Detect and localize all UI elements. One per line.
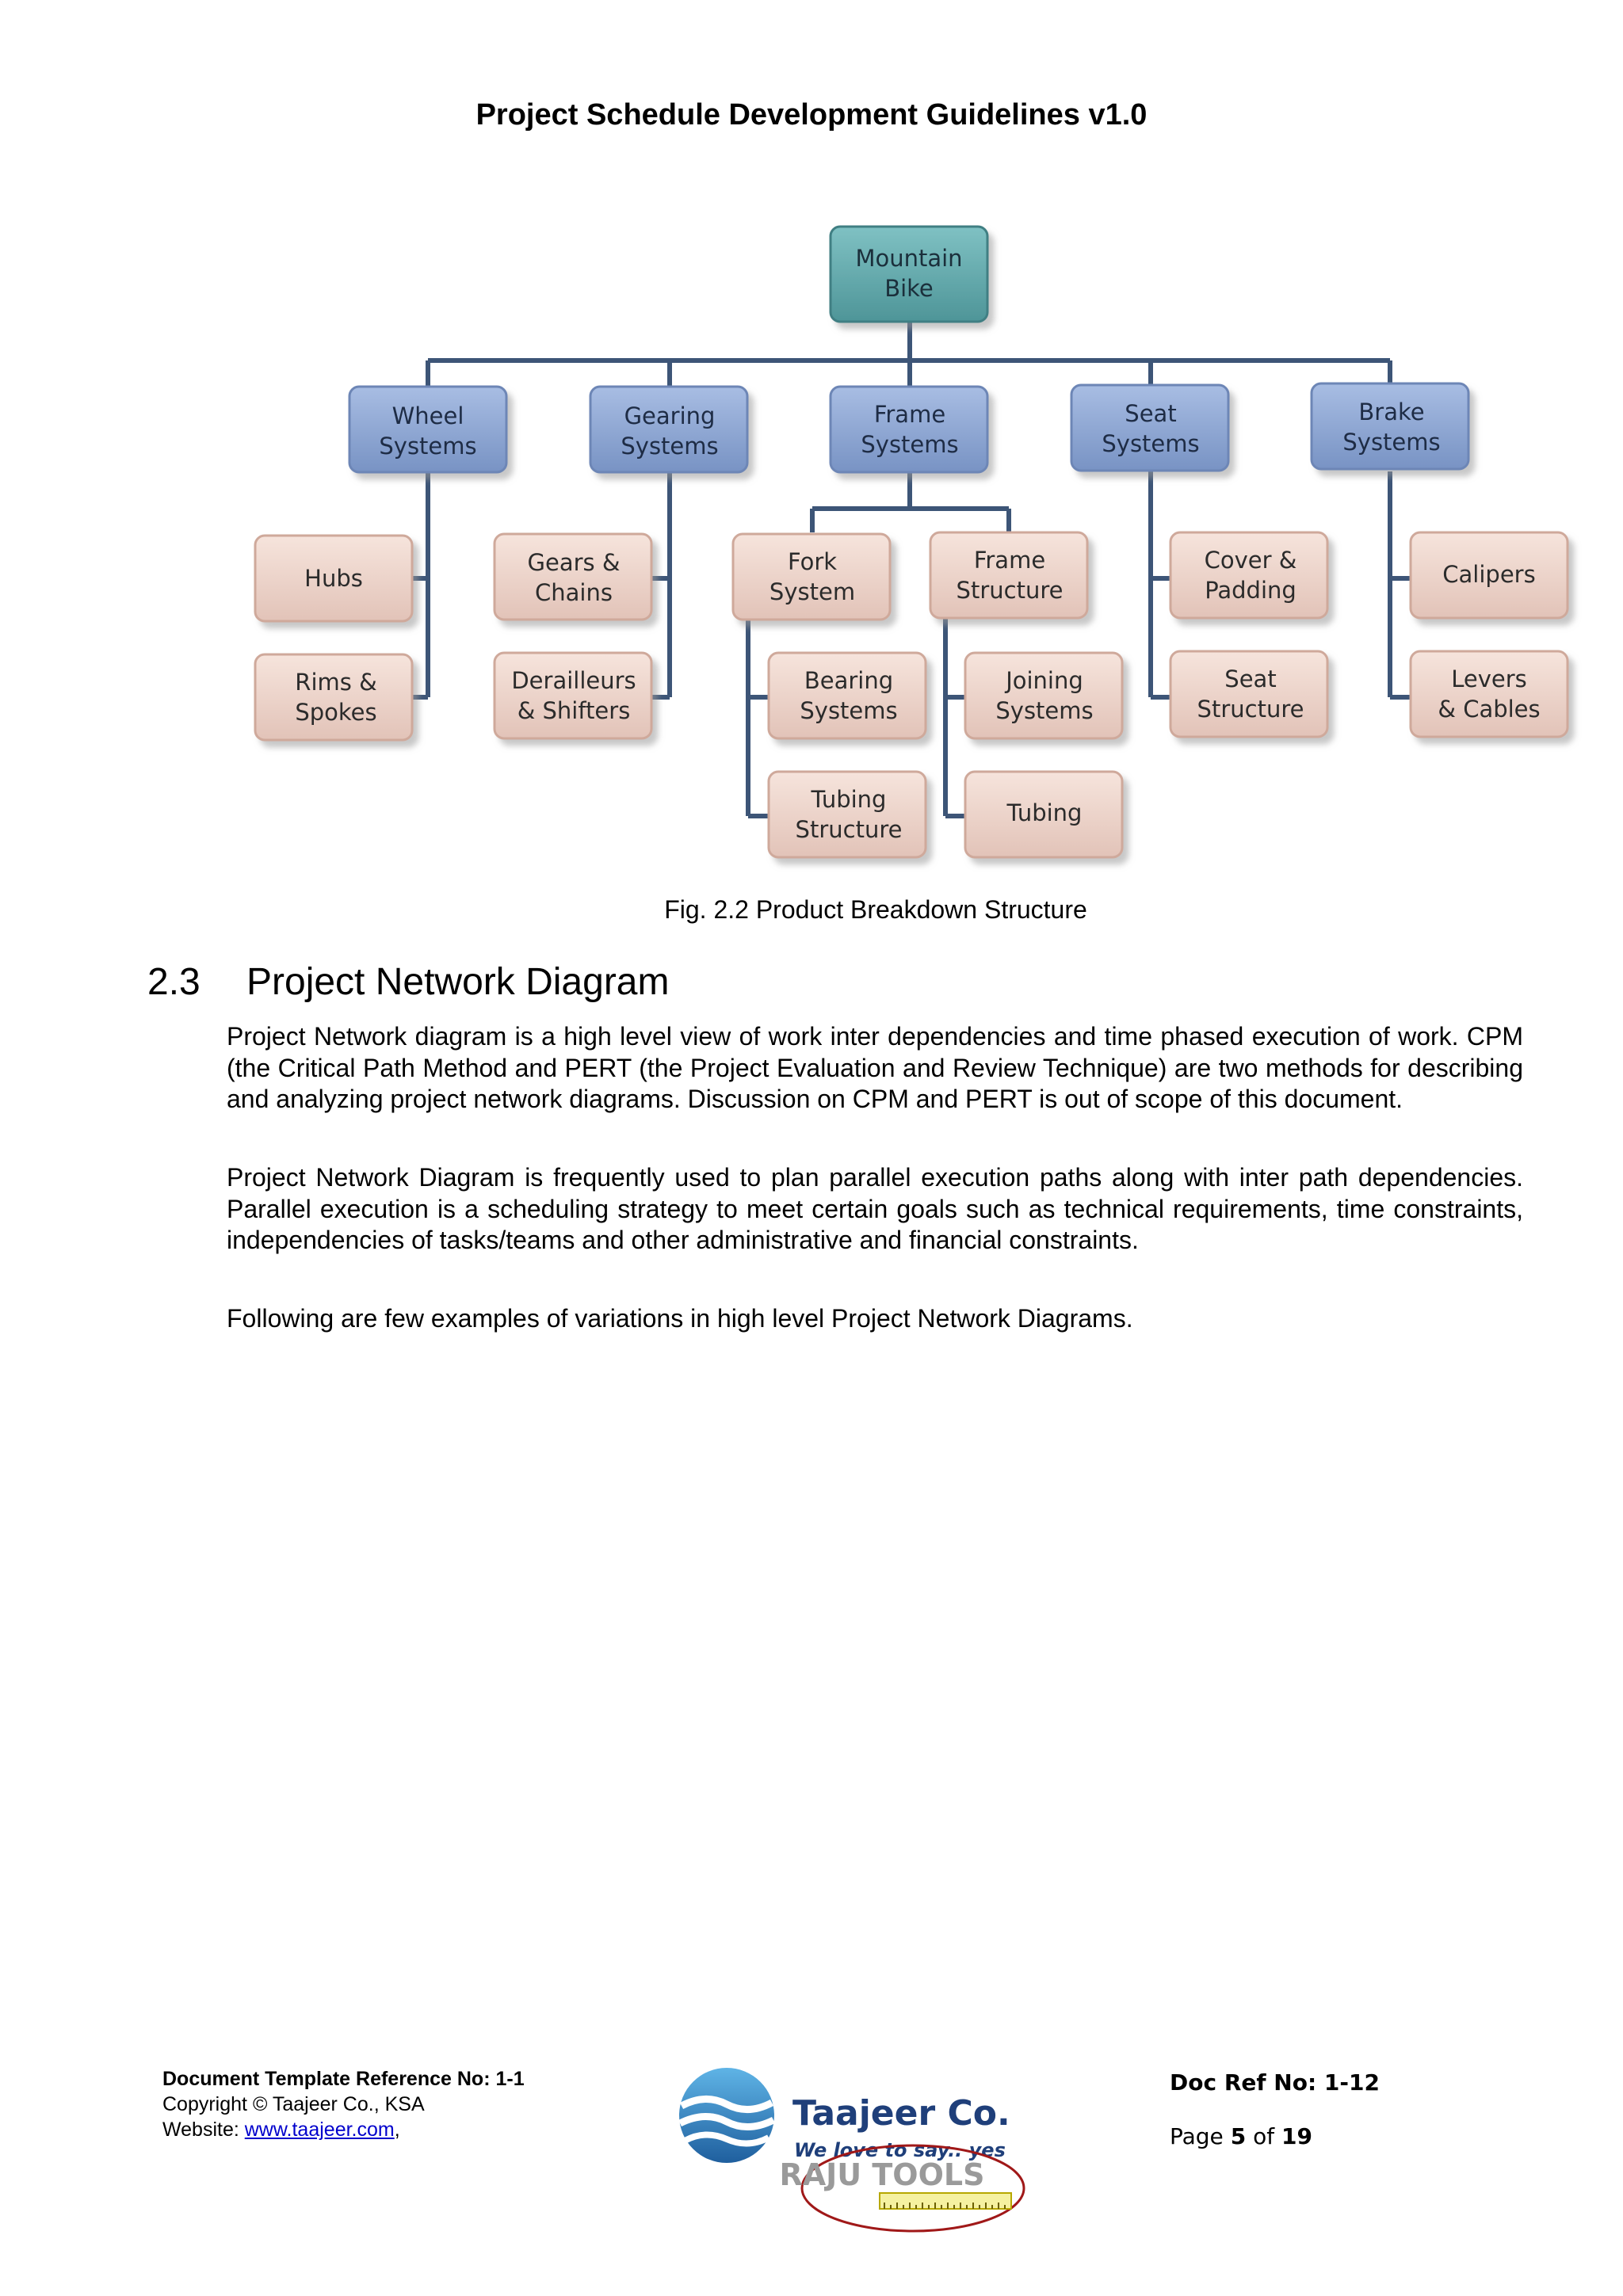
figure-caption: Fig. 2.2 Product Breakdown Structure [664,895,1087,924]
raju-tools-stamp: RAJU TOOLS [779,2144,1025,2233]
system-node-wheel: Wheel Systems [348,385,508,474]
svg-text:Wheel: Wheel [392,402,464,429]
logo-tagline: We love to say.. yes [794,2139,1006,2161]
svg-text:& Cables: & Cables [1438,696,1540,723]
root-label-line-1: Mountain [855,245,962,272]
svg-text:Tubing: Tubing [1006,799,1083,826]
svg-text:Joining: Joining [1004,667,1083,694]
system-node-frame: Frame Systems [829,385,989,474]
logo-wave-icon [678,2068,776,2163]
component-node-tubing: Tubing [964,770,1124,859]
component-node-cover-padding: Cover & Padding [1169,531,1329,620]
component-node-gears-chains: Gears & Chains [493,532,653,621]
connector-lines [412,322,1411,818]
product-breakdown-structure: Mountain Bike Wheel Systems Gearing Syst… [254,225,1569,859]
section-title: Project Network Diagram [246,961,670,1003]
website-line: Website: www.taajeer.com, [162,2119,400,2141]
svg-text:Spokes: Spokes [295,699,376,726]
svg-text:& Shifters: & Shifters [517,697,631,724]
system-node-brake: Brake Systems [1310,382,1470,471]
component-node-hubs: Hubs [254,534,414,623]
page-total: 19 [1281,2123,1312,2149]
template-reference: Document Template Reference No: 1-1 [162,2068,525,2090]
svg-text:Bearing: Bearing [804,667,893,694]
component-node-calipers: Calipers [1409,531,1569,620]
svg-text:Systems: Systems [621,433,718,460]
svg-text:Padding: Padding [1205,577,1296,604]
svg-text:Chains: Chains [535,579,613,606]
svg-text:Systems: Systems [995,697,1093,724]
svg-text:Systems: Systems [1342,429,1440,456]
svg-text:Tubing: Tubing [811,786,887,813]
svg-text:Hubs: Hubs [304,565,363,592]
paragraph-3: Following are few examples of variations… [227,1304,1133,1333]
root-node-mountain-bike: Mountain Bike [829,225,989,323]
doc-ref-number: Doc Ref No: 1-12 [1170,2069,1380,2096]
component-node-rims-spokes: Rims & Spokes [254,653,414,742]
svg-text:Systems: Systems [861,431,958,458]
subgroup-node-frame-structure: Frame Structure [929,531,1089,620]
section-number: 2.3 [147,961,200,1003]
component-node-levers-cables: Levers & Cables [1409,650,1569,738]
svg-text:Rims &: Rims & [295,669,376,696]
paragraph-1: Project Network diagram is a high level … [227,1022,1523,1113]
svg-text:Frame: Frame [974,547,1045,574]
svg-text:Systems: Systems [1102,430,1199,457]
svg-text:Structure: Structure [957,577,1064,604]
website-link[interactable]: www.taajeer.com [244,2119,395,2141]
page-number: Page 5 of 19 [1170,2123,1312,2149]
page-current: 5 [1230,2123,1247,2149]
svg-text:Levers: Levers [1451,666,1527,692]
svg-text:Structure: Structure [1197,696,1304,723]
svg-text:Gearing: Gearing [624,402,716,429]
document-title: Project Schedule Development Guidelines … [475,98,1148,132]
component-node-bearing-systems: Bearing Systems [767,651,927,740]
system-node-gearing: Gearing Systems [589,385,749,474]
svg-text:Structure: Structure [796,816,903,843]
svg-text:Fork: Fork [788,548,837,575]
root-label-line-2: Bike [884,275,934,302]
svg-text:Systems: Systems [800,697,897,724]
svg-text:Cover &: Cover & [1205,547,1297,574]
svg-text:Seat: Seat [1224,666,1276,692]
taajeer-logo: Taajeer Co. We love to say.. yes RAJU TO… [678,2068,1025,2233]
svg-text:Frame: Frame [874,401,945,428]
component-node-joining-systems: Joining Systems [964,651,1124,740]
stamp-text: RAJU TOOLS [779,2157,984,2192]
svg-text:Brake: Brake [1358,399,1424,425]
footer-left: Document Template Reference No: 1-1 Copy… [162,2066,525,2142]
svg-text:Derailleurs: Derailleurs [511,667,636,694]
paragraph-2: Project Network Diagram is frequently us… [227,1163,1523,1254]
system-node-seat: Seat Systems [1070,383,1230,472]
svg-text:Calipers: Calipers [1442,561,1535,588]
subgroup-node-fork-system: Fork System [731,532,892,621]
svg-text:Seat: Seat [1125,400,1176,427]
component-node-derailleurs-shifters: Derailleurs & Shifters [493,651,653,740]
svg-text:Systems: Systems [379,433,476,460]
svg-text:System: System [769,578,855,605]
svg-text:Gears &: Gears & [528,549,621,576]
component-node-seat-structure: Seat Structure [1169,650,1329,738]
component-node-tubing-structure: Tubing Structure [767,770,927,859]
copyright-line: Copyright © Taajeer Co., KSA [162,2093,425,2115]
logo-name: Taajeer Co. [792,2093,1010,2134]
section-heading: 2.3 Project Network Diagram [147,960,669,1004]
